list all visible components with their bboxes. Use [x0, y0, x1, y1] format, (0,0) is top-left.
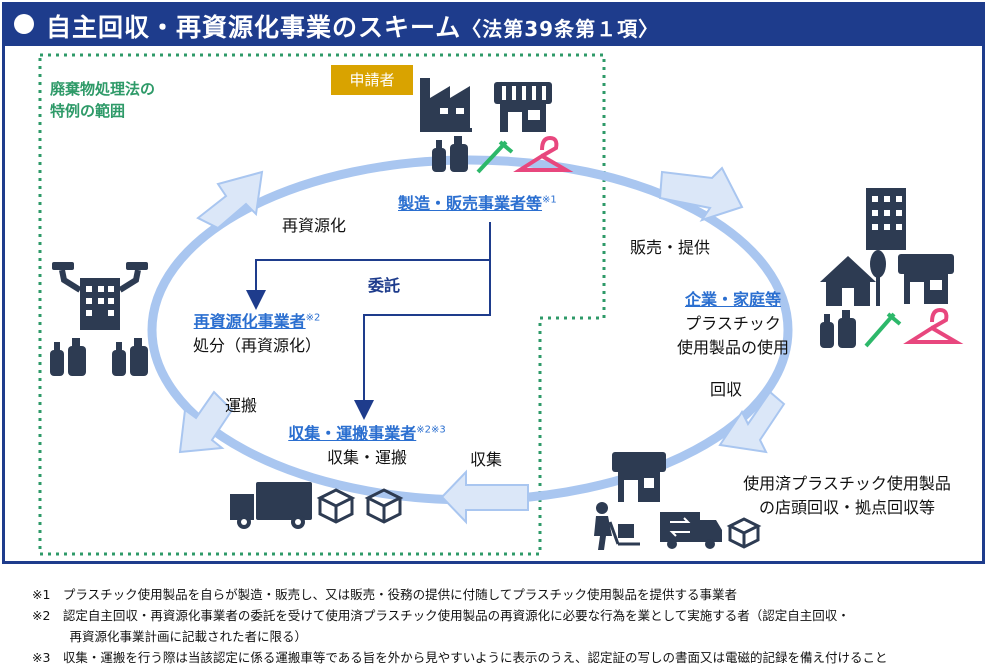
collector-name: 収集・運搬事業者: [288, 424, 417, 443]
office-building-icon: [866, 188, 906, 250]
special-range-label-line2: 特例の範囲: [50, 102, 126, 120]
footnote-3: ※3 収集・運搬を行う際は当該認定に係る運搬車等である旨を外から見やすいように表…: [32, 650, 888, 665]
truck-icon: [230, 482, 312, 529]
house-icon: [820, 250, 886, 306]
consumer-node[interactable]: 企業・家庭等 プラスチック 使用製品の使用: [658, 286, 808, 358]
entrust-line-recycler: [246, 222, 491, 310]
entrust-line-collector: [354, 260, 491, 420]
consumer-name: 企業・家庭等: [684, 290, 781, 309]
page-subtitle: 〈法第39条第１項〉: [461, 17, 660, 41]
consumer-desc-line2: 使用製品の使用: [676, 338, 789, 357]
hanger-right-icon: [903, 307, 964, 344]
recycler-desc: 処分（再資源化）: [192, 336, 321, 355]
special-range-boundary: [38, 53, 606, 556]
recycler-building-icon: [52, 262, 148, 330]
footnote-2-cont: 再資源化事業計画に記載された者に限る）: [32, 629, 308, 644]
page-title: 自主回収・再資源化事業のスキーム〈法第39条第１項〉: [46, 13, 660, 42]
manufacturer-name: 製造・販売事業者等: [398, 194, 543, 213]
store-icon: [494, 82, 552, 132]
footnote-2: ※2 認定自主回収・再資源化事業者の委託を受けて使用済プラスチック使用製品の再資…: [32, 608, 850, 623]
factory-icon: [420, 78, 472, 132]
applicant-badge: 申請者: [331, 65, 413, 95]
manufacturer-node[interactable]: 製造・販売事業者等※1: [398, 190, 557, 214]
special-range-label: 廃棄物処理法の 特例の範囲: [50, 78, 155, 122]
toothbrush-icon: [476, 140, 514, 174]
arrow-recycle: [196, 170, 264, 230]
bottles-left-icon: [50, 338, 148, 376]
recycler-name: 再資源化事業者: [193, 312, 306, 331]
transport-label: 運搬: [225, 396, 258, 415]
header-bar: 自主回収・再資源化事業のスキーム〈法第39条第１項〉: [2, 2, 985, 46]
bottles-icon: [432, 136, 468, 172]
consumer-desc-line1: プラスチック: [685, 314, 781, 333]
collect-label: 収集: [470, 450, 503, 469]
footnotes: ※1 プラスチック使用製品を自らが製造・販売し、又は販売・役務の提供に付随してプ…: [32, 584, 888, 668]
special-range-label-line1: 廃棄物処理法の: [50, 80, 156, 98]
collector-desc: 収集・運搬: [326, 448, 407, 467]
store-bottom-icon: [612, 452, 666, 502]
collector-mark: ※2※3: [416, 424, 446, 436]
bullet-icon: [14, 14, 34, 34]
box-right-icon: [726, 517, 762, 549]
toothbrush-right-icon: [864, 312, 902, 348]
arrow-sell: [658, 166, 744, 222]
recycler-mark: ※2: [305, 312, 321, 324]
recycle-label: 再資源化: [282, 216, 347, 235]
sell-label: 販売・提供: [630, 238, 711, 257]
entrust-label: 委託: [368, 276, 401, 295]
manufacturer-mark: ※1: [542, 194, 557, 206]
store-right-icon: [898, 254, 954, 304]
store-collection-label: 使用済プラスチック使用製品 の店頭回収・拠点回収等: [722, 470, 972, 518]
delivery-truck-icon: [660, 512, 722, 549]
bottles-right-icon: [820, 310, 856, 348]
worker-cart-icon: [594, 502, 640, 550]
store-collection-line2: の店頭回収・拠点回収等: [758, 498, 935, 517]
arrow-recover: [718, 390, 786, 454]
hanger-icon: [513, 135, 574, 172]
footnote-1: ※1 プラスチック使用製品を自らが製造・販売し、又は販売・役務の提供に付随してプ…: [32, 587, 738, 602]
collector-node[interactable]: 収集・運搬事業者※2※3 収集・運搬: [262, 420, 472, 468]
store-collection-line1: 使用済プラスチック使用製品: [743, 474, 951, 493]
recycler-node[interactable]: 再資源化事業者※2 処分（再資源化）: [172, 308, 342, 356]
arrow-collect: [440, 469, 529, 525]
arrow-transport: [178, 390, 234, 454]
box-icon: [316, 488, 404, 524]
recover-label: 回収: [710, 380, 743, 399]
